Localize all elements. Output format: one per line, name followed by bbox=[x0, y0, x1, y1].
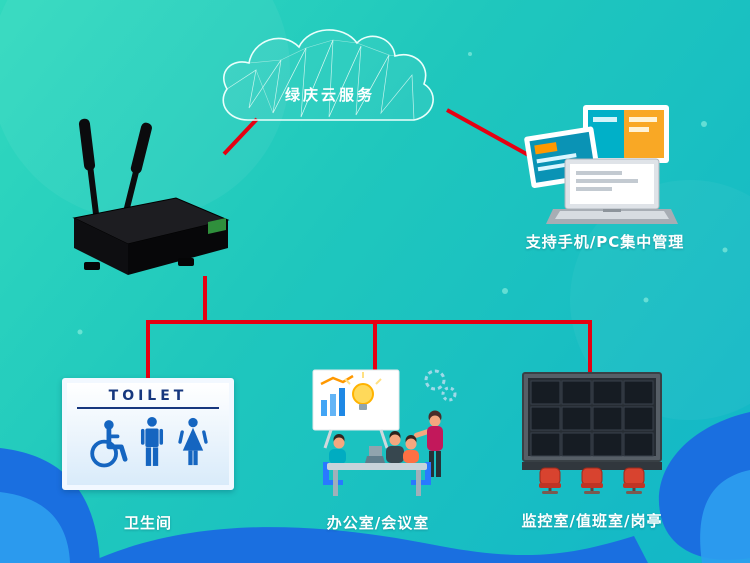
devices-icon bbox=[524, 105, 678, 224]
toilet-title: TOILET bbox=[108, 388, 188, 404]
cloud-node: 绿庆云服务 bbox=[210, 20, 450, 152]
man-icon bbox=[140, 416, 164, 466]
terminal-block bbox=[208, 218, 226, 234]
office-node: 办公室/会议室 bbox=[283, 366, 473, 546]
wheelchair-icon bbox=[89, 420, 128, 468]
chairs-icon bbox=[539, 467, 645, 494]
router-node bbox=[58, 112, 238, 282]
management-node bbox=[523, 105, 678, 233]
monitor-wall-icon bbox=[522, 372, 662, 494]
router-icon bbox=[72, 118, 230, 275]
gear-small-icon bbox=[441, 386, 457, 402]
management-label: 支持手机/PC集中管理 bbox=[525, 233, 685, 251]
woman-icon bbox=[178, 417, 208, 466]
monitor-caption: 监控室/值班室/岗亭 bbox=[521, 512, 663, 530]
restroom-node: TOILET bbox=[62, 378, 234, 548]
lightbulb-icon bbox=[352, 383, 374, 405]
gear-icon bbox=[424, 369, 446, 391]
office-illustration-icon bbox=[312, 369, 457, 496]
toilet-sign: TOILET bbox=[62, 378, 234, 490]
cloud-label: 绿庆云服务 bbox=[284, 86, 375, 104]
toilet-rule bbox=[77, 407, 219, 409]
restroom-caption: 卫生间 bbox=[123, 514, 172, 532]
cloud-mesh-icon bbox=[222, 29, 434, 121]
office-caption: 办公室/会议室 bbox=[326, 514, 430, 532]
decor-dots bbox=[77, 52, 728, 335]
toilet-icons bbox=[67, 409, 229, 474]
monitor-node: 监控室/值班室/岗亭 bbox=[522, 372, 662, 547]
